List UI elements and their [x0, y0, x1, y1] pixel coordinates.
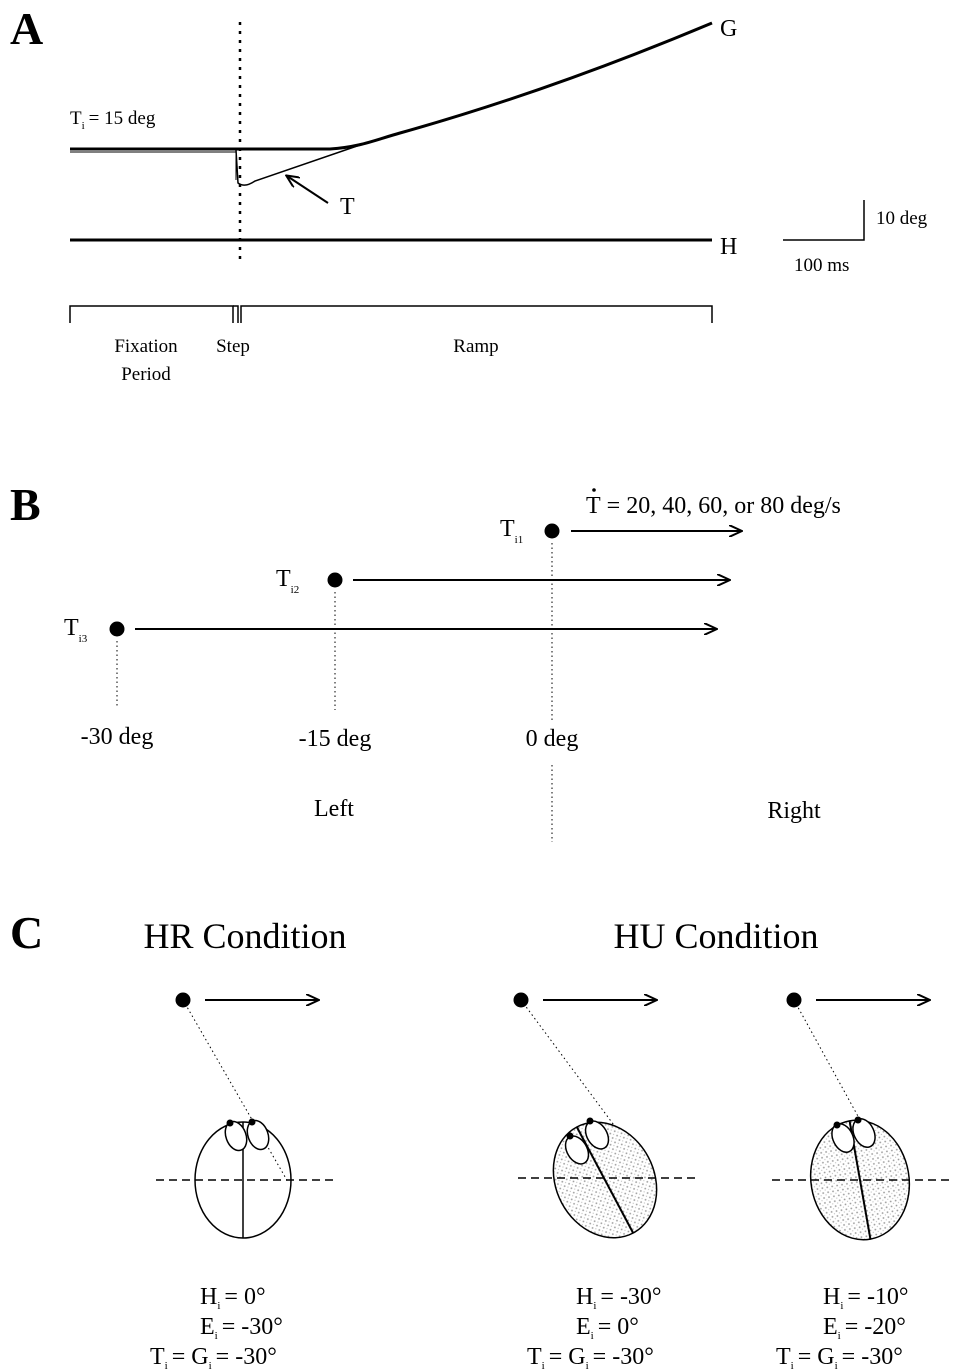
- epoch-fixation-label-2: Period: [121, 364, 171, 385]
- target-trace: [235, 144, 361, 186]
- target-i2-label: Ti2: [276, 566, 299, 596]
- panel-b-letter: B: [10, 479, 41, 530]
- position-label-0: 0 deg: [526, 726, 579, 752]
- case-hu1-head-group: [552, 1121, 658, 1239]
- target-step-trace: [70, 151, 237, 180]
- case-hr-e-value: Ei= -30°: [200, 1314, 283, 1342]
- case-hu1-gaze-line: [520, 999, 626, 1141]
- case-hu1-e-value: Ei= 0°: [576, 1314, 639, 1342]
- velocity-label: T= 20, 40, 60, or 80 deg/s: [586, 493, 841, 519]
- case-hr-left-pupil: [226, 1119, 234, 1127]
- case-hr: Hi= 0° Ei= -30° Ti= Gi= -30°: [150, 992, 334, 1372]
- case-hu2-right-pupil: [854, 1116, 862, 1124]
- case-hr-gaze-line: [182, 999, 289, 1183]
- target-i3-label: Ti3: [64, 615, 88, 645]
- case-hu2-left-pupil: [833, 1121, 841, 1129]
- case-hu2-tg-value: Ti= Gi= -30°: [776, 1344, 903, 1372]
- gaze-label: G: [720, 16, 737, 42]
- case-hu2-h-value: Hi= -10°: [823, 1284, 909, 1312]
- target-pointer-arrow: [287, 176, 329, 204]
- side-left-label: Left: [314, 796, 354, 822]
- target-i2-dot: [327, 572, 343, 588]
- scale-vertical-label: 10 deg: [876, 208, 928, 229]
- side-right-label: Right: [767, 798, 821, 824]
- bracket-fixation: [69, 305, 234, 323]
- bracket-ramp: [240, 305, 713, 323]
- epoch-fixation-label-1: Fixation: [114, 336, 178, 357]
- case-hu-1: Hi= -30° Ei= 0° Ti= Gi= -30°: [513, 992, 698, 1372]
- case-hr-tg-value: Ti= Gi= -30°: [150, 1344, 277, 1372]
- case-hu1-right-pupil: [586, 1117, 594, 1125]
- bracket-step: [233, 305, 239, 323]
- case-hr-right-pupil: [248, 1118, 256, 1126]
- target-i1-label: Ti1: [500, 516, 523, 546]
- panel-a: A Ti= 15 deg G T H 10 deg 100 ms Fixatio…: [10, 3, 928, 385]
- epoch-step-label: Step: [216, 336, 250, 357]
- target-i3-dot: [109, 621, 125, 637]
- scale-bar: [783, 200, 865, 241]
- panel-a-letter: A: [10, 3, 43, 54]
- panel-c: C HR Condition HU Condition Hi= 0° Ei= -…: [10, 907, 950, 1372]
- hu-condition-title: HU Condition: [613, 916, 818, 956]
- panel-b: B T= 20, 40, 60, or 80 deg/s Ti1 Ti2 Ti3…: [10, 479, 841, 842]
- case-hu-2: Hi= -10° Ei= -20° Ti= Gi= -30°: [772, 992, 950, 1372]
- case-hr-h-value: Hi= 0°: [200, 1284, 266, 1312]
- target-label: T: [340, 194, 355, 220]
- case-hu2-e-value: Ei= -20°: [823, 1314, 906, 1342]
- head-label: H: [720, 234, 737, 260]
- velocity-dot: [592, 488, 596, 492]
- panel-c-letter: C: [10, 907, 43, 958]
- case-hr-left-eye: [224, 1120, 248, 1152]
- hr-condition-title: HR Condition: [143, 916, 346, 956]
- initial-target-label: Ti= 15 deg: [70, 108, 156, 132]
- target-i1-dot: [544, 523, 560, 539]
- case-hu1-tg-value: Ti= Gi= -30°: [527, 1344, 654, 1372]
- case-hu1-h-value: Hi= -30°: [576, 1284, 662, 1312]
- position-label-minus15: -15 deg: [299, 726, 372, 752]
- epoch-ramp-label: Ramp: [453, 336, 498, 357]
- scale-horizontal-label: 100 ms: [794, 255, 849, 276]
- case-hu1-left-pupil: [566, 1132, 574, 1140]
- position-label-minus30: -30 deg: [81, 724, 154, 750]
- gaze-trace: [70, 21, 713, 151]
